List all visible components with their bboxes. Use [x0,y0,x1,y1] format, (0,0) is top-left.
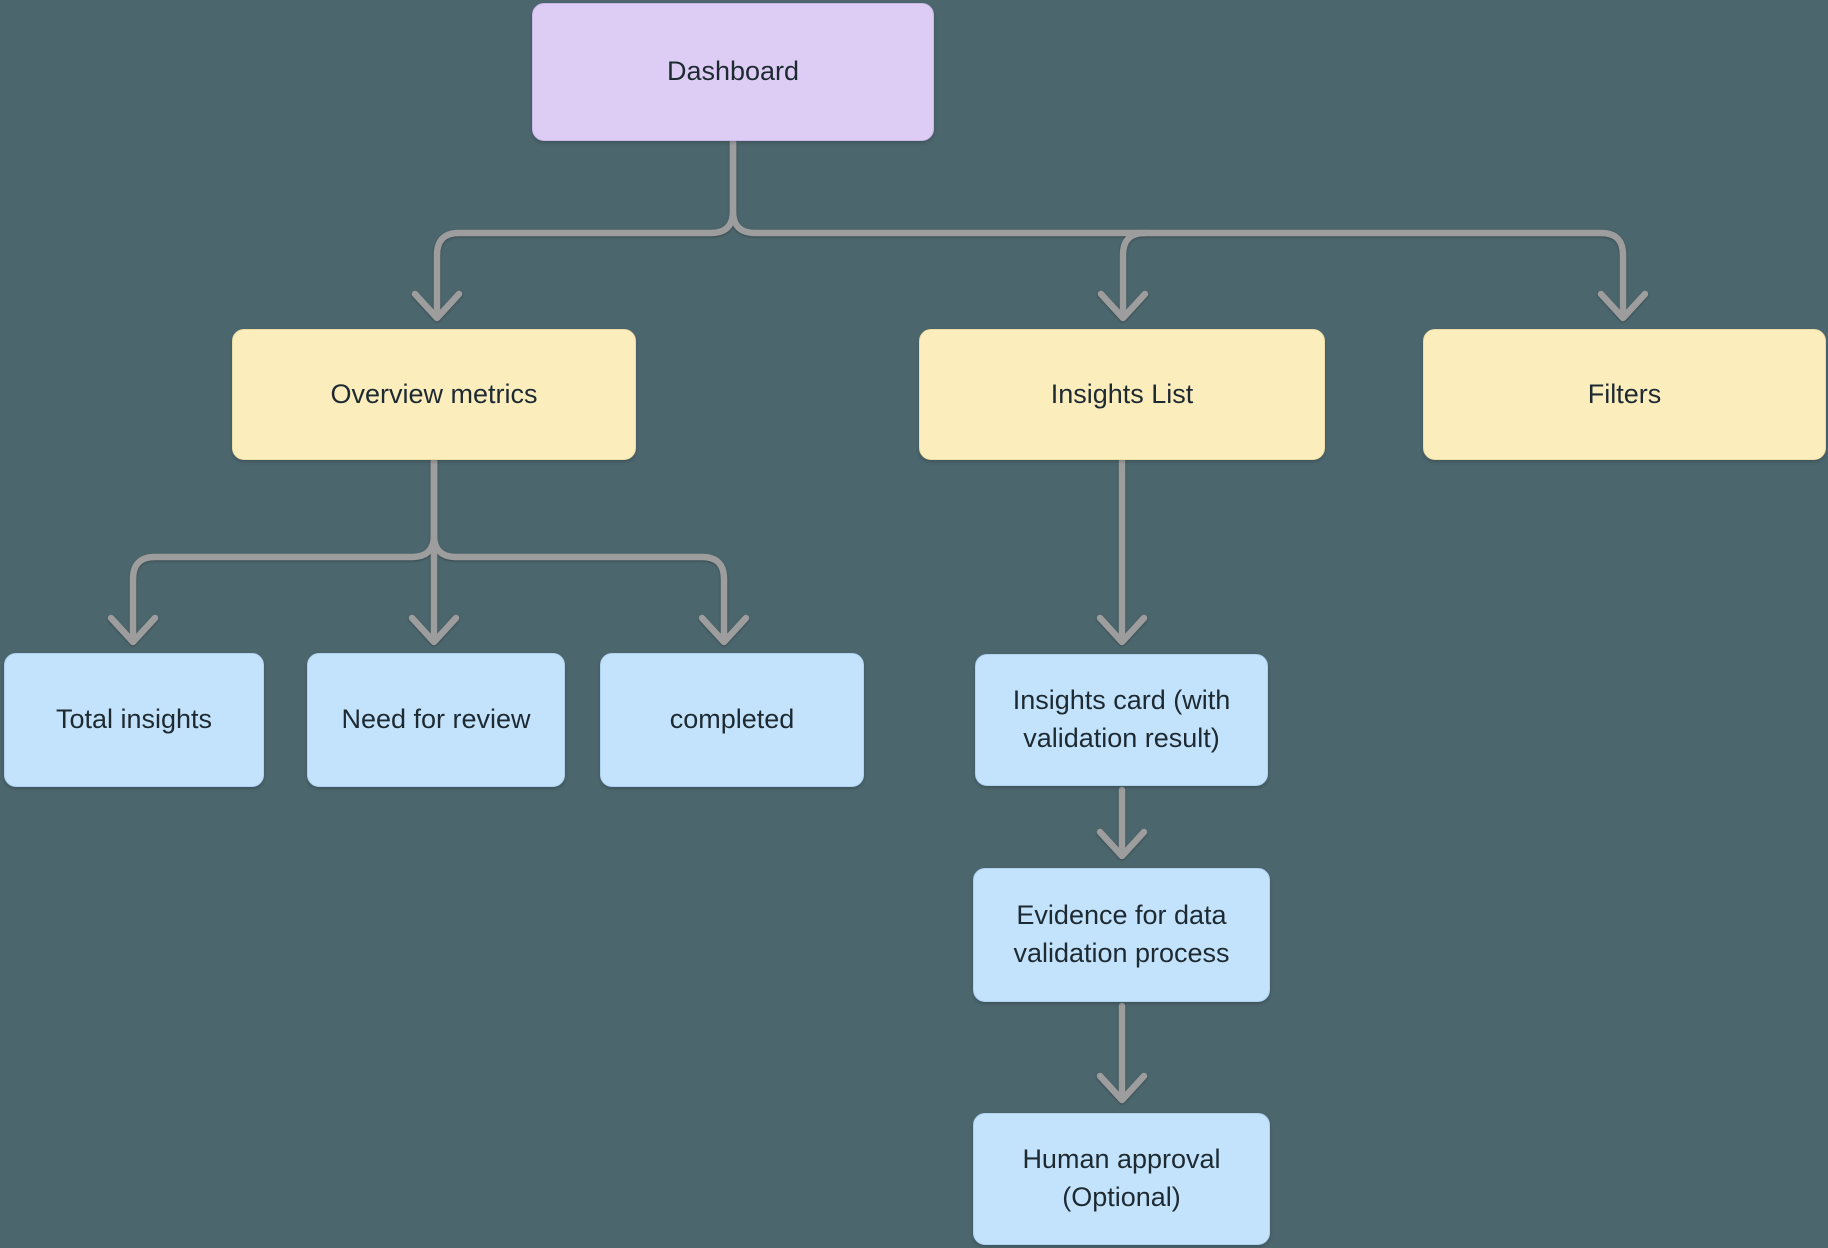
node-need-for-review-label: Need for review [341,704,531,735]
edge-overview-completed [430,457,750,646]
node-need-for-review[interactable]: Need for review [307,653,565,787]
node-insights-card-label: Insights card (with validation result) [1012,685,1231,753]
node-filters[interactable]: Filters [1423,329,1826,460]
node-completed-label: completed [669,704,795,735]
node-overview-metrics[interactable]: Overview metrics [232,329,636,460]
node-filters-label: Filters [1587,378,1662,409]
node-evidence[interactable]: Evidence for data validation process [973,868,1270,1002]
edge-overview-total [107,457,438,646]
node-human-approval[interactable]: Human approval (Optional) [973,1113,1270,1245]
edge-dashboard-overview [411,138,737,322]
node-dashboard[interactable]: Dashboard [532,3,934,141]
node-insights-list-label: Insights List [1050,378,1194,409]
node-total-insights-label: Total insights [55,704,213,735]
edge-insights-list-card [1096,457,1148,646]
node-human-approval-label: Human approval (Optional) [1022,1144,1221,1212]
edge-dashboard-filters [1597,290,1649,322]
node-evidence-label: Evidence for data validation process [1013,900,1230,968]
node-insights-list[interactable]: Insights List [919,329,1325,460]
node-completed[interactable]: completed [600,653,864,787]
edge-evidence-human [1096,1002,1148,1104]
edge-dashboard-insights-list [729,138,1627,322]
node-total-insights[interactable]: Total insights [4,653,264,787]
node-insights-card[interactable]: Insights card (with validation result) [975,654,1268,786]
node-overview-metrics-label: Overview metrics [330,378,538,409]
node-dashboard-label: Dashboard [666,56,800,87]
edge-card-evidence [1096,786,1148,860]
